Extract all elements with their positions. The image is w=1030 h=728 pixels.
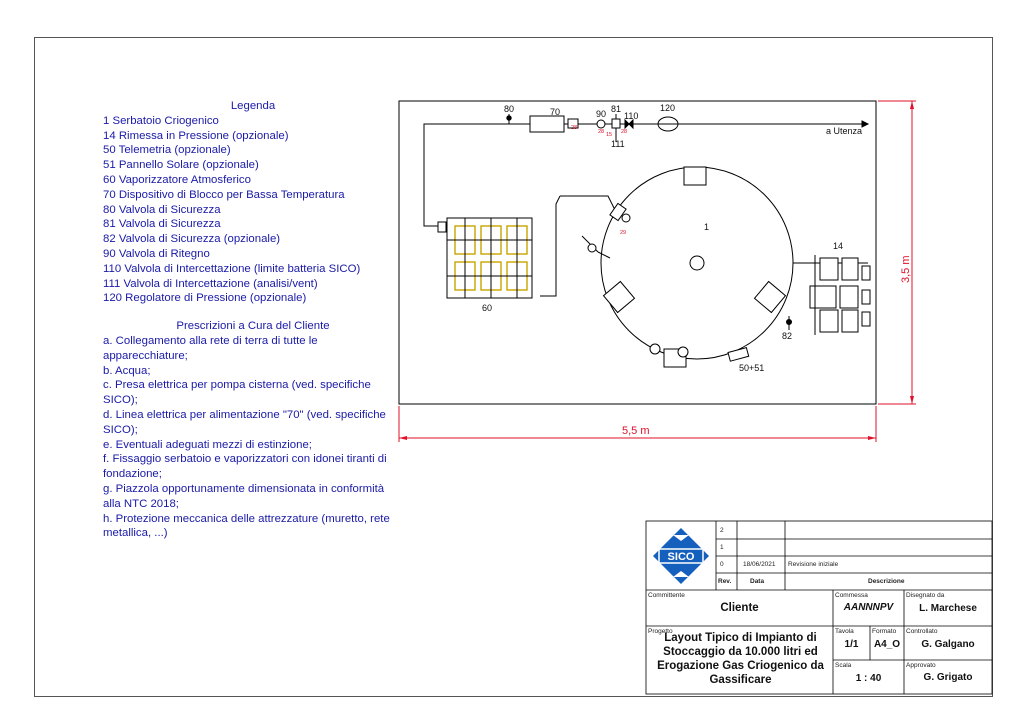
rev-2: 2: [720, 527, 724, 534]
svg-text:SICO: SICO: [668, 551, 695, 563]
label-111: 111: [611, 139, 625, 149]
legend-item: 70 Dispositivo di Blocco per Bassa Tempe…: [103, 188, 345, 201]
approvato-value: G. Grigato: [923, 672, 973, 683]
rev-1: 1: [720, 544, 724, 551]
legend-title: Legenda: [230, 100, 276, 112]
rev-0-desc: Revisione iniziale: [788, 561, 839, 568]
legend-item: 1 Serbatoio Criogenico: [103, 114, 219, 127]
prescription-item: h. Protezione meccanica delle attrezzatu…: [103, 512, 390, 540]
approvato-label: Approvato: [906, 662, 936, 669]
legend: Legenda 1 Serbatoio Criogenico 14 Rimess…: [103, 99, 403, 541]
label-tank-1: 1: [704, 222, 709, 232]
committente-value: Cliente: [720, 602, 759, 614]
commessa-label: Commessa: [835, 592, 868, 599]
legend-item: 81 Valvola di Sicurezza: [103, 218, 221, 231]
tag-28: 28: [571, 125, 577, 131]
prescription-item: g. Piazzola opportunamente dimensionata …: [103, 482, 385, 510]
date-header: Data: [750, 578, 765, 585]
legend-item: 120 Regolatore di Pressione (opzionale): [103, 292, 307, 305]
pressure-buildup-14: [793, 255, 871, 335]
label-82: 82: [782, 331, 792, 341]
pipe-vaporizer-outlet: [423, 123, 510, 227]
tank-center-icon: [689, 255, 705, 271]
check-valve-90-icon: [596, 119, 606, 129]
tank-leg-icon: [683, 166, 707, 186]
block-device-70-icon: [529, 115, 565, 133]
prescription-item: b. Acqua;: [103, 364, 151, 377]
disegnato-label: Disegnato da: [906, 592, 945, 599]
label-81: 81: [611, 104, 621, 114]
prescriptions-title: Prescrizioni a Cura del Cliente: [176, 320, 330, 333]
legend-item: 80 Valvola di Sicurezza: [103, 203, 221, 216]
outlet-arrow-icon: [861, 120, 870, 128]
legend-item: 50 Telemetria (opzionale): [103, 144, 231, 157]
prescription-item: f. Fissaggio serbatoio e vaporizzatori c…: [103, 453, 387, 481]
sico-logo: SICO: [650, 525, 712, 587]
legend-item: 60 Vaporizzatore Atmosferico: [103, 173, 251, 186]
tank-leg-icon: [602, 280, 636, 314]
rev-header: Rev.: [718, 578, 732, 585]
label-120: 120: [660, 103, 675, 113]
sico-logo-icon: SICO: [653, 528, 709, 584]
legend-item: 82 Valvola di Sicurezza (opzionale): [103, 233, 281, 246]
disegnato-value: L. Marchese: [919, 603, 977, 614]
controllato-label: Controllato: [906, 628, 938, 635]
scala-value: 1 : 40: [855, 673, 882, 684]
committente-label: Committente: [648, 592, 685, 599]
prescriptions: Prescrizioni a Cura del Cliente a. Colle…: [103, 319, 403, 541]
drawing-sheet-border: [34, 37, 993, 697]
dimension-lines: [398, 100, 916, 442]
scala-label: Scala: [835, 662, 852, 669]
pipe-tank-vaporizer: [560, 195, 617, 213]
telemetry-box-50-51-icon: [727, 346, 750, 362]
formato-label: Formato: [872, 628, 897, 635]
cryogenic-tank-1: [600, 166, 794, 360]
dimension-height-label: 3,5 m: [900, 255, 912, 283]
legend-item: 90 Valvola di Ritegno: [103, 247, 210, 260]
rev-0-date: 18/06/2021: [743, 561, 776, 568]
tavola-label: Tavola: [835, 628, 854, 635]
tag-28: 28: [621, 129, 627, 135]
tank-leg-icon: [753, 280, 787, 314]
prescription-item: c. Presa elettrica per pompa cisterna (v…: [103, 379, 371, 407]
progetto-value: Layout Tipico di Impianto di Stoccaggio …: [657, 632, 824, 686]
progetto-label: Progetto: [648, 628, 673, 635]
tavola-value: 1/1: [844, 639, 859, 650]
atmospheric-vaporizer-60: [437, 217, 533, 299]
tag-28: 28: [598, 129, 604, 135]
label-14: 14: [833, 241, 843, 251]
commessa-value: AANNNPV: [843, 602, 894, 613]
label-60: 60: [482, 303, 492, 313]
label-80: 80: [504, 104, 514, 114]
legend-item: 51 Pannello Solare (opzionale): [103, 159, 259, 172]
label-50-51: 50+51: [739, 363, 764, 373]
prescription-item: d. Linea elettrica per alimentazione "70…: [103, 408, 386, 436]
tag-29: 29: [620, 230, 626, 236]
title-block: SICO 2 1 0 18/06/2021 Revisione iniziale…: [646, 521, 992, 694]
shutoff-valve-110-icon: [624, 118, 634, 130]
prescription-item: a. Collegamento alla rete di terra di tu…: [103, 334, 318, 362]
formato-value: A4_O: [873, 639, 901, 650]
rev-0: 0: [720, 561, 724, 568]
legend-item: 14 Rimessa in Pressione (opzionale): [103, 129, 289, 142]
label-70: 70: [550, 107, 560, 117]
label-outlet: a Utenza: [826, 126, 862, 136]
tag-15: 15: [606, 132, 612, 138]
label-110: 110: [624, 111, 638, 121]
site-pad-outline: [398, 100, 877, 405]
description-header: Descrizione: [868, 578, 905, 585]
tank-valve-cluster-icon: [609, 202, 627, 222]
controllato-value: G. Galgano: [921, 639, 975, 650]
legend-item: 110 Valvola di Intercettazione (limite b…: [103, 262, 361, 275]
dimension-width-label: 5,5 m: [622, 425, 650, 437]
label-90: 90: [596, 109, 606, 119]
legend-item: 111 Valvola di Intercettazione (analisi/…: [103, 277, 318, 290]
prescription-item: e. Eventuali adeguati mezzi di estinzion…: [103, 438, 312, 451]
